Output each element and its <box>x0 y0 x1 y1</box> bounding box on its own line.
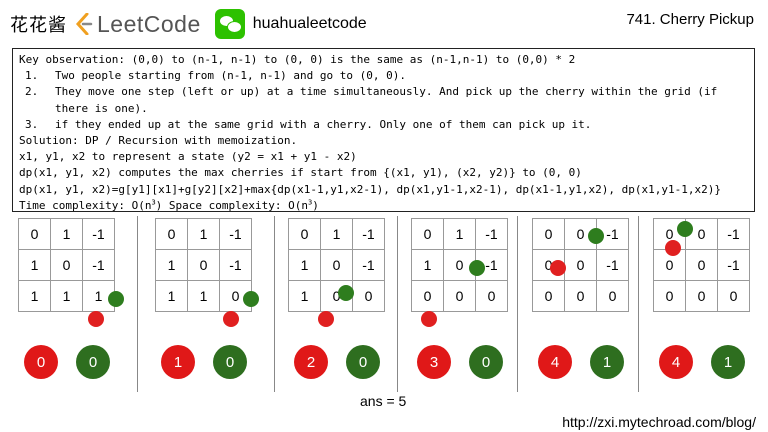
problem-title: 741. Cherry Pickup <box>626 11 754 28</box>
green-player-marker <box>243 291 259 307</box>
red-score: 0 <box>24 345 58 379</box>
green-player-marker <box>588 228 604 244</box>
brand-header: 花花酱 LeetCode huahualeetcode <box>10 8 367 40</box>
blog-url: http://zxi.mytechroad.com/blog/ <box>562 414 756 430</box>
green-player-marker <box>108 291 124 307</box>
brand-cn: 花花酱 <box>10 15 67 36</box>
solution-line: Solution: DP / Recursion with memoizatio… <box>19 134 298 147</box>
red-score: 3 <box>417 345 451 379</box>
divider <box>397 216 398 392</box>
red-player-marker <box>550 260 566 276</box>
green-score: 1 <box>711 345 745 379</box>
green-score: 0 <box>469 345 503 379</box>
green-score: 0 <box>346 345 380 379</box>
complexity-line: Time complexity: O(n3) Space complexity:… <box>19 198 319 212</box>
red-player-marker <box>88 311 104 327</box>
red-score: 4 <box>538 345 572 379</box>
green-score: 0 <box>76 345 110 379</box>
dp-description: dp(x1, y1, x2) computes the max cherries… <box>19 166 582 180</box>
red-player-marker <box>665 240 681 256</box>
divider <box>137 216 138 392</box>
divider <box>638 216 639 392</box>
green-player-marker <box>677 221 693 237</box>
key-observation: Key observation: (0,0) to (n-1, n-1) to … <box>19 53 576 66</box>
wechat-handle: huahualeetcode <box>252 15 367 32</box>
state-line: x1, y1, x2 to represent a state (y2 = x1… <box>19 150 357 164</box>
green-player-marker <box>469 260 485 276</box>
red-player-marker <box>223 311 239 327</box>
divider <box>517 216 518 392</box>
explanation-box: Key observation: (0,0) to (n-1, n-1) to … <box>12 48 755 212</box>
dp-formula: dp(x1, y1, x2)=g[y1][x1]+g[y2][x2]+max{d… <box>19 182 721 196</box>
green-score: 1 <box>590 345 624 379</box>
wechat-icon <box>214 9 245 39</box>
red-score: 4 <box>659 345 693 379</box>
green-player-marker <box>338 285 354 301</box>
list-item: 2. They move one step (left or up) at a … <box>25 85 718 115</box>
list-item: 3. if they ended up at the same grid wit… <box>25 117 592 131</box>
red-player-marker <box>318 311 334 327</box>
answer-label: ans = 5 <box>360 393 407 409</box>
red-score: 2 <box>294 345 328 379</box>
red-score: 1 <box>161 345 195 379</box>
leetcode-logo-icon <box>75 13 93 35</box>
green-score: 0 <box>213 345 247 379</box>
brand-leetcode: LeetCode <box>97 10 201 37</box>
red-player-marker <box>421 311 437 327</box>
list-item: 1. Two people starting from (n-1, n-1) a… <box>25 69 406 83</box>
divider <box>274 216 275 392</box>
